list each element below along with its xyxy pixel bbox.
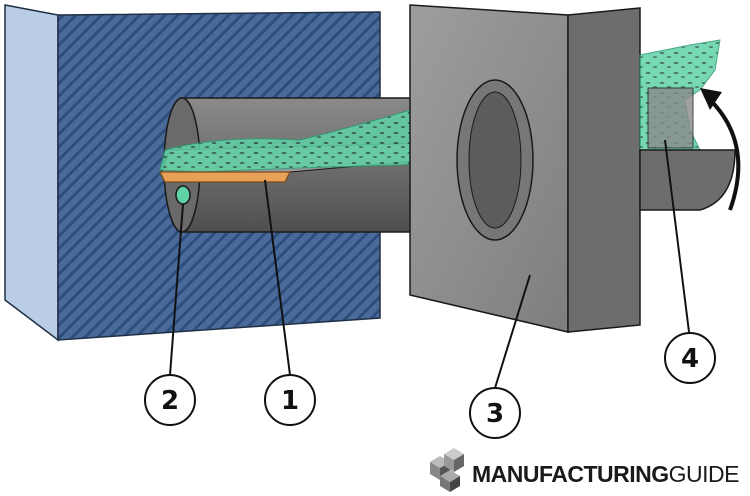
logo-bold: MANUFACTURING	[472, 461, 669, 487]
logo-light: GUIDE	[669, 461, 740, 487]
logo-wordmark: MANUFACTURINGGUIDE	[472, 461, 739, 487]
cubes-icon	[430, 448, 464, 492]
callout-3-label: 3	[486, 399, 504, 429]
leader-lines	[169, 139, 691, 389]
callout-3: 3	[469, 387, 521, 439]
tool-holder-block	[409, 4, 641, 333]
coolant-outlet	[175, 185, 191, 205]
chip-exit	[639, 39, 736, 211]
callout-4: 4	[664, 332, 716, 384]
manufacturing-guide-logo: MANUFACTURINGGUIDE	[430, 448, 740, 492]
callout-4-label: 4	[681, 344, 699, 374]
rotation-arrow	[700, 88, 741, 211]
callout-2: 2	[144, 374, 196, 426]
cutting-insert	[159, 171, 291, 183]
callout-2-label: 2	[161, 386, 179, 416]
callout-1: 1	[264, 374, 316, 426]
callout-1-label: 1	[281, 386, 299, 416]
